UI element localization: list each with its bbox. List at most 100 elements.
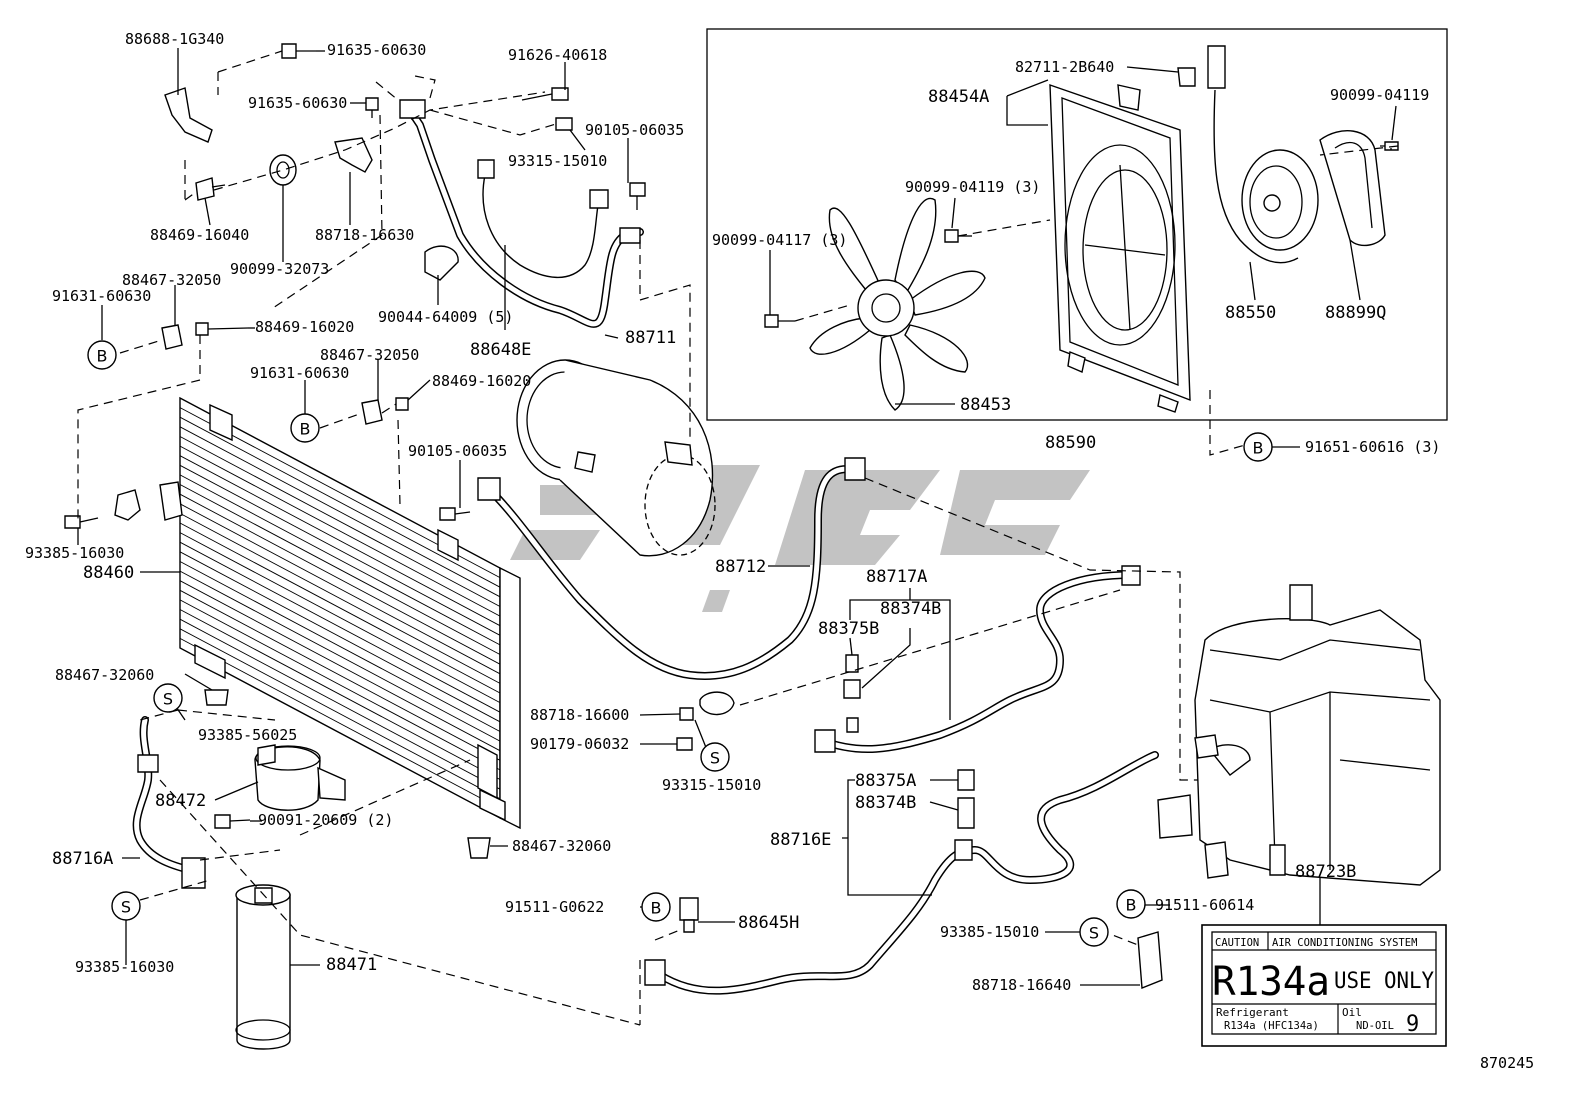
compressor[interactable] bbox=[516, 359, 716, 557]
label-91635-60630-b[interactable]: 91635-60630 bbox=[248, 94, 347, 112]
label-91511-60614[interactable]: 91511-60614 bbox=[1155, 896, 1254, 914]
label-88469-16020-b[interactable]: 88469-16020 bbox=[432, 372, 531, 390]
cushion-88467-32050-b[interactable] bbox=[361, 399, 383, 425]
bolt-90105-06035-b[interactable] bbox=[439, 507, 471, 521]
label-88717A[interactable]: 88717A bbox=[866, 567, 927, 587]
screw-90099-04119[interactable] bbox=[1380, 141, 1399, 151]
label-88467-32050-a[interactable]: 88467-32050 bbox=[122, 271, 221, 289]
fan-shroud[interactable] bbox=[1049, 84, 1191, 413]
nut-93315-15010[interactable] bbox=[555, 117, 573, 131]
bolt-small-88718[interactable] bbox=[679, 707, 694, 721]
evaporator-unit-88723B[interactable] bbox=[1157, 584, 1441, 886]
bolt-88469-16020-a[interactable] bbox=[195, 322, 249, 336]
label-88718-16600[interactable]: 88718-16600 bbox=[530, 706, 629, 724]
label-91626-40618[interactable]: 91626-40618 bbox=[508, 46, 607, 64]
bolt-91635-60630-b[interactable] bbox=[365, 97, 379, 118]
label-88723B[interactable]: 88723B bbox=[1295, 862, 1356, 882]
label-93385-56025[interactable]: 93385-56025 bbox=[198, 726, 297, 744]
marker-b-4: B bbox=[641, 892, 671, 922]
label-88590[interactable]: 88590 bbox=[1045, 433, 1096, 453]
label-88550[interactable]: 88550 bbox=[1225, 303, 1276, 323]
bolt-90091-20609[interactable] bbox=[214, 814, 251, 829]
label-88471[interactable]: 88471 bbox=[326, 955, 377, 975]
cushion-88467-32060-b[interactable] bbox=[467, 837, 491, 859]
label-91635-60630-a[interactable]: 91635-60630 bbox=[327, 41, 426, 59]
valve-core-88375A[interactable] bbox=[957, 769, 975, 791]
label-90099-04117-3[interactable]: 90099-04117 (3) bbox=[712, 231, 847, 249]
cushion-88467-32060-a[interactable] bbox=[204, 689, 229, 706]
label-88460[interactable]: 88460 bbox=[83, 563, 134, 583]
label-88716E[interactable]: 88716E bbox=[770, 830, 831, 850]
label-88467-32050-b[interactable]: 88467-32050 bbox=[320, 346, 419, 364]
label-93385-16030-b[interactable]: 93385-16030 bbox=[75, 958, 174, 976]
label-90179-06032[interactable]: 90179-06032 bbox=[530, 735, 629, 753]
valve-core-88375B[interactable] bbox=[845, 654, 859, 673]
label-88469-16040[interactable]: 88469-16040 bbox=[150, 226, 249, 244]
clamp-90044-64009[interactable] bbox=[424, 245, 459, 281]
bolt-91635-60630-a[interactable] bbox=[281, 43, 316, 59]
valve-88374B-a[interactable] bbox=[843, 679, 861, 733]
label-88375A[interactable]: 88375A bbox=[855, 771, 916, 791]
label-88718-16640[interactable]: 88718-16640 bbox=[972, 976, 1071, 994]
label-88467-32060-a[interactable]: 88467-32060 bbox=[55, 666, 154, 684]
valve-88374B-b[interactable] bbox=[957, 797, 975, 829]
label-88716A[interactable]: 88716A bbox=[52, 849, 113, 869]
label-88899Q[interactable]: 88899Q bbox=[1325, 303, 1386, 323]
label-91631-60630-a[interactable]: 91631-60630 bbox=[52, 287, 151, 305]
wire-clip[interactable] bbox=[1177, 67, 1196, 87]
label-90091-20609[interactable]: 90091-20609 (2) bbox=[258, 811, 393, 829]
cooling-fan-blade[interactable] bbox=[809, 197, 986, 411]
clamp-88718-16640[interactable] bbox=[1137, 931, 1163, 990]
motor-cover[interactable] bbox=[1319, 130, 1386, 247]
grommet-90099-32073[interactable] bbox=[269, 154, 297, 186]
label-90099-32073[interactable]: 90099-32073 bbox=[230, 260, 329, 278]
label-88375B[interactable]: 88375B bbox=[818, 619, 879, 639]
label-88472[interactable]: 88472 bbox=[155, 791, 206, 811]
pressure-switch-88645H[interactable] bbox=[679, 897, 699, 933]
clamp-88718-16600[interactable] bbox=[699, 691, 735, 716]
bracket-left-condenser[interactable] bbox=[114, 481, 183, 521]
label-90105-06035-a[interactable]: 90105-06035 bbox=[585, 121, 684, 139]
bolt-93385-16030-a[interactable] bbox=[64, 515, 99, 529]
cushion-88469-16040[interactable] bbox=[195, 177, 226, 201]
label-91631-60630-b[interactable]: 91631-60630 bbox=[250, 364, 349, 382]
label-88454A[interactable]: 88454A bbox=[928, 87, 989, 107]
label-88469-16020-a[interactable]: 88469-16020 bbox=[255, 318, 354, 336]
liquid-pipe-88717A[interactable] bbox=[816, 571, 1134, 754]
label-88712[interactable]: 88712 bbox=[715, 557, 766, 577]
label-91511-G0622[interactable]: 91511-G0622 bbox=[505, 898, 604, 916]
label-90099-04119-3[interactable]: 90099-04119 (3) bbox=[905, 178, 1040, 196]
clamp-88718-16630[interactable] bbox=[334, 137, 373, 173]
label-88718-16630[interactable]: 88718-16630 bbox=[315, 226, 414, 244]
label-88648E[interactable]: 88648E bbox=[470, 340, 531, 360]
bolt-91626-40618[interactable] bbox=[521, 87, 569, 101]
label-90105-06035-b[interactable]: 90105-06035 bbox=[408, 442, 507, 460]
label-82711-2B640[interactable]: 82711-2B640 bbox=[1015, 58, 1114, 76]
cushion-88467-32050-a[interactable] bbox=[161, 324, 183, 350]
bracket-88688-1G340[interactable] bbox=[164, 87, 213, 143]
label-93315-15010-b[interactable]: 93315-15010 bbox=[662, 776, 761, 794]
bolt-88469-16020-b[interactable] bbox=[395, 397, 409, 411]
label-88688-1G340[interactable]: 88688-1G340 bbox=[125, 30, 224, 48]
label-90044-64009[interactable]: 90044-64009 (5) bbox=[378, 308, 513, 326]
condenser-core[interactable] bbox=[179, 396, 521, 830]
condenser-brackets[interactable] bbox=[194, 403, 506, 822]
nut-90179-06032[interactable] bbox=[676, 737, 693, 751]
label-88711[interactable]: 88711 bbox=[625, 328, 676, 348]
label-90099-04119[interactable]: 90099-04119 bbox=[1330, 86, 1429, 104]
fan-motor[interactable] bbox=[1241, 149, 1319, 251]
label-88467-32060-b[interactable]: 88467-32060 bbox=[512, 837, 611, 855]
motor-connector[interactable] bbox=[1207, 45, 1226, 89]
bolt-90105-06035-a[interactable] bbox=[629, 182, 646, 210]
label-93385-15010-c[interactable]: 93385-15010 bbox=[940, 923, 1039, 941]
label-88374B-b[interactable]: 88374B bbox=[855, 793, 916, 813]
label-88374B-a[interactable]: 88374B bbox=[880, 599, 941, 619]
label-93385-16030-a[interactable]: 93385-16030 bbox=[25, 544, 124, 562]
label-93315-15010-a[interactable]: 93315-15010 bbox=[508, 152, 607, 170]
screw-90099-04117[interactable] bbox=[764, 314, 795, 328]
label-88453[interactable]: 88453 bbox=[960, 395, 1011, 415]
label-88645H[interactable]: 88645H bbox=[738, 913, 799, 933]
receiver-dryer-88471[interactable] bbox=[235, 884, 291, 1050]
label-91651-60616[interactable]: 91651-60616 (3) bbox=[1305, 438, 1440, 456]
receiver-bracket-88472[interactable] bbox=[254, 744, 346, 811]
